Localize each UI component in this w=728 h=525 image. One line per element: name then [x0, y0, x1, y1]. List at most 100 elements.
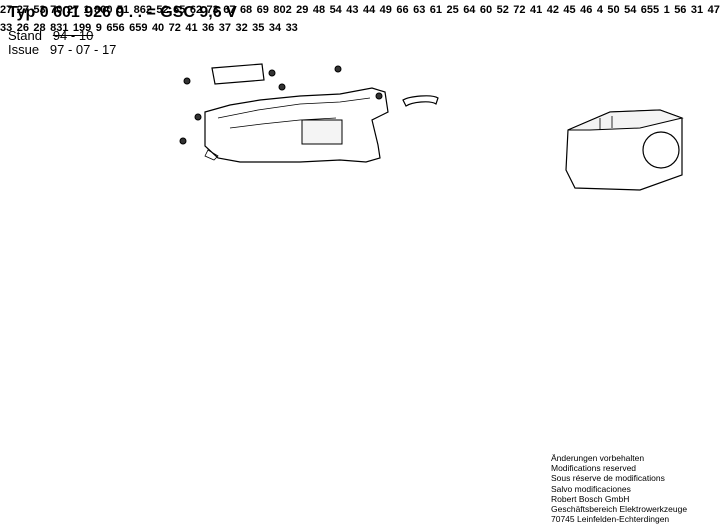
- part-label-68: 68: [240, 0, 252, 17]
- part-number-text: 659: [129, 22, 148, 34]
- notes-block: Änderungen vorbehalten Modifications res…: [551, 453, 721, 524]
- note-line: Robert Bosch GmbH: [551, 493, 630, 504]
- part-label-43: 43: [346, 0, 358, 17]
- stand-label: Stand: [8, 28, 42, 43]
- part-label-47: 47: [708, 0, 720, 17]
- part-number-text: 48: [312, 4, 326, 16]
- part-number-text: 25: [446, 4, 459, 16]
- part-number-text: 37: [218, 22, 231, 34]
- part-number-text: 655: [640, 4, 660, 16]
- note-line: 70745 Leinfelden-Echterdingen: [551, 514, 670, 525]
- part-number-text: 50: [607, 4, 620, 16]
- part-number-text: 47: [707, 4, 720, 16]
- part-number-text: 28: [33, 22, 46, 34]
- note-line: Sous réserve de modifications: [551, 473, 665, 484]
- part-number-text: 54: [329, 4, 342, 16]
- part-number-text: 64: [463, 4, 476, 16]
- part-number-text: 69: [256, 4, 269, 16]
- part-label-49: 49: [380, 0, 392, 17]
- part-label-72: 72: [513, 0, 525, 17]
- part-label-63: 63: [413, 0, 425, 17]
- part-number-text: 656: [106, 22, 125, 34]
- type-prefix: Typ: [8, 4, 36, 21]
- stand-line: Stand 94 - 10: [8, 28, 93, 43]
- part-number-text: 41: [530, 4, 543, 16]
- part-number-text: 4: [596, 4, 603, 16]
- part-label-34: 34: [269, 18, 281, 35]
- part-number-text: 53: [33, 4, 46, 16]
- type-model: = GSC 9,6 V: [146, 4, 237, 21]
- part-label-659: 659: [129, 18, 147, 35]
- part-label-73: 73: [207, 0, 219, 17]
- part-label-655: 655: [641, 0, 659, 17]
- part-number-text: 9: [95, 22, 102, 34]
- part-label-54: 54: [330, 0, 342, 17]
- part-label-52: 52: [156, 0, 168, 17]
- part-label-199: 199: [73, 18, 91, 35]
- part-label-54: 54: [624, 0, 636, 17]
- part-number-text: 1: [663, 4, 670, 16]
- part-label-70: 70: [50, 0, 62, 17]
- part-number-text: 56: [674, 4, 687, 16]
- part-label-52: 52: [497, 0, 509, 17]
- part-label-26: 26: [17, 18, 29, 35]
- part-label-25: 25: [446, 0, 458, 17]
- part-label-31: 31: [691, 0, 703, 17]
- type-number: 0 601 926 0 . .: [39, 4, 143, 21]
- part-label-4: 4: [597, 0, 603, 17]
- part-label-29: 29: [296, 0, 308, 17]
- part-label-56: 56: [674, 0, 686, 17]
- issue-label: Issue: [8, 42, 40, 57]
- part-number-text: 52: [156, 4, 169, 16]
- part-number-text: 73: [206, 4, 219, 16]
- part-label-51: 51: [117, 0, 129, 17]
- part-number-text: 35: [252, 22, 265, 34]
- part-number-text: 800: [94, 4, 113, 16]
- part-number-text: 27: [0, 4, 13, 16]
- note-line: Geschäftsbereich Elektrowerkzeuge: [551, 504, 688, 515]
- note-line: Salvo modificaciones: [551, 483, 631, 494]
- part-label-27: 27: [0, 0, 12, 17]
- part-number-text: 43: [346, 4, 359, 16]
- part-label-831: 831: [50, 18, 68, 35]
- part-label-33: 33: [286, 18, 298, 35]
- part-number-text: 63: [413, 4, 426, 16]
- part-label-656: 656: [106, 18, 124, 35]
- part-number-text: 60: [479, 4, 493, 16]
- part-label-9: 9: [96, 18, 102, 35]
- part-number-text: 831: [50, 22, 69, 34]
- part-number-text: 33: [285, 22, 298, 34]
- part-number-text: 199: [72, 22, 92, 34]
- part-label-65: 65: [173, 0, 185, 17]
- part-number-text: 29: [296, 4, 309, 16]
- issue-line: Issue 97 - 07 - 17: [8, 42, 116, 57]
- part-number-text: 61: [429, 4, 443, 16]
- part-number-text: 802: [273, 4, 292, 16]
- part-number-text: 44: [362, 4, 376, 16]
- part-label-27: 27: [67, 0, 79, 17]
- stand-value: 94 - 10: [52, 28, 94, 43]
- part-number-text: 31: [690, 4, 704, 16]
- part-number-text: 70: [50, 4, 63, 16]
- part-label-60: 60: [480, 0, 492, 17]
- part-label-66: 66: [396, 0, 408, 17]
- part-label-36: 36: [202, 18, 214, 35]
- part-number-text: 51: [116, 4, 130, 16]
- part-label-48: 48: [313, 0, 325, 17]
- part-number-text: 862: [133, 4, 152, 16]
- part-label-69: 69: [257, 0, 269, 17]
- part-number-text: 67: [223, 4, 236, 16]
- part-label-41: 41: [530, 0, 542, 17]
- part-number-text: 40: [151, 22, 165, 34]
- part-number-text: 54: [624, 4, 637, 16]
- type-heading: Typ 0 601 926 0 . . = GSC 9,6 V: [8, 4, 237, 22]
- part-label-40: 40: [152, 18, 164, 35]
- part-number-text: 68: [239, 4, 253, 16]
- note-line: Änderungen vorbehalten: [551, 453, 645, 463]
- part-number-text: 27: [16, 4, 29, 16]
- part-label-27: 27: [17, 0, 29, 17]
- part-number-text: 52: [496, 4, 509, 16]
- part-label-44: 44: [363, 0, 375, 17]
